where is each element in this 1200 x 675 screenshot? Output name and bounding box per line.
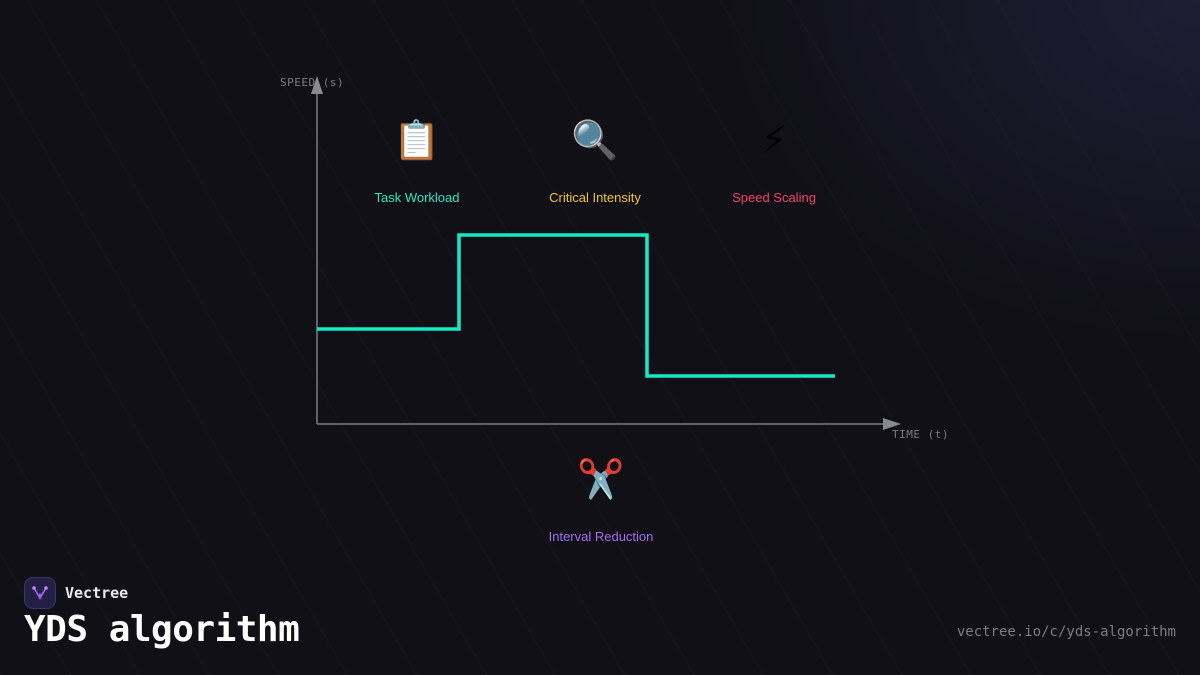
page-title: YDS algorithm	[24, 609, 300, 650]
vectree-logo-icon	[24, 577, 56, 609]
lightning-icon: ⚡	[760, 120, 788, 162]
x-axis-label: TIME (t)	[892, 428, 949, 441]
concept-speed-scaling: ⚡ Speed Scaling	[684, 118, 864, 205]
page-url: vectree.io/c/yds-algorithm	[956, 624, 1176, 640]
magnifying-glass-icon: 🔍	[571, 120, 619, 162]
scissors-icon: ✂️	[577, 459, 625, 501]
concept-label-critical-intensity: Critical Intensity	[549, 190, 641, 205]
concept-critical-intensity: 🔍 Critical Intensity	[505, 118, 685, 205]
speed-profile-line	[317, 233, 835, 378]
brand: Vectree	[24, 577, 128, 609]
concept-label-task-workload: Task Workload	[374, 190, 460, 205]
y-axis-arrowhead	[311, 76, 323, 94]
brand-name: Vectree	[65, 584, 129, 602]
x-axis-arrowhead	[883, 418, 901, 430]
concept-interval-reduction: ✂️ Interval Reduction	[511, 457, 691, 544]
concept-label-speed-scaling: Speed Scaling	[732, 190, 816, 205]
y-axis-label: SPEED (s)	[280, 76, 344, 89]
concept-label-interval-reduction: Interval Reduction	[548, 529, 654, 544]
clipboard-icon: 📋	[393, 120, 441, 162]
concept-task-workload: 📋 Task Workload	[327, 118, 507, 205]
